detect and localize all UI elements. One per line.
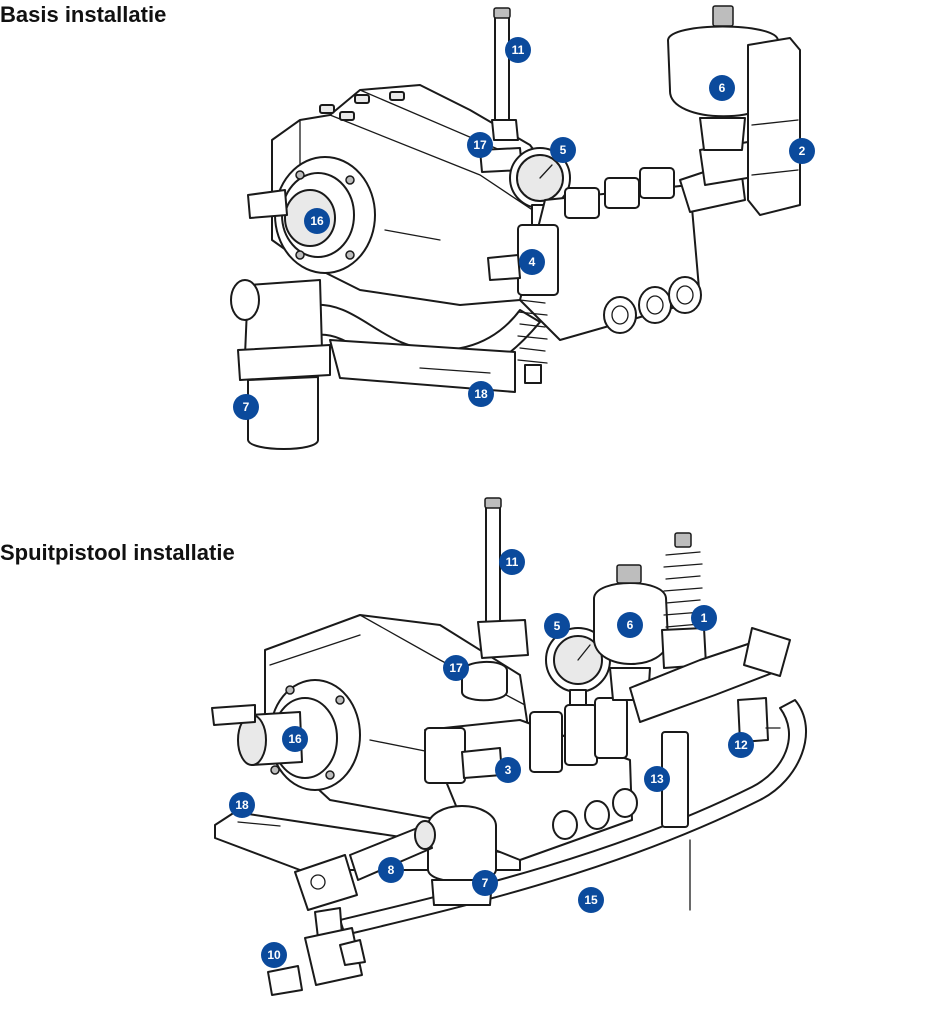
svg-text:15: 15 [584,893,598,907]
callout-11-spuitpistool: 11 [499,549,525,575]
callout-1-spuitpistool: 1 [691,605,717,631]
svg-text:6: 6 [627,618,634,632]
callout-6-spuitpistool: 6 [617,612,643,638]
discharge-hose [339,699,807,936]
svg-text:16: 16 [288,732,302,746]
safety-valve [747,37,801,216]
callout-16-spuitpistool: 16 [282,726,308,752]
callout-3-spuitpistool: 3 [495,757,521,783]
section-title-basis: Basis installatie [0,2,167,27]
svg-text:17: 17 [473,138,487,152]
svg-text:17: 17 [449,661,463,675]
callout-16-basis: 16 [304,208,330,234]
svg-text:5: 5 [560,143,567,157]
svg-text:5: 5 [554,619,561,633]
callout-13-spuitpistool: 13 [644,766,670,792]
mounting-bracket [329,339,516,393]
svg-text:3: 3 [505,763,512,777]
callout-2-basis: 2 [789,138,815,164]
inlet-fitting [294,854,358,911]
svg-text:1: 1 [701,611,708,625]
callout-18-spuitpistool: 18 [229,792,255,818]
svg-text:7: 7 [482,876,489,890]
svg-text:6: 6 [719,81,726,95]
svg-text:10: 10 [267,948,281,962]
oil-cap [461,660,508,702]
callout-10-spuitpistool: 10 [261,942,287,968]
callout-8-spuitpistool: 8 [378,857,404,883]
svg-text:7: 7 [243,400,250,414]
svg-text:11: 11 [512,43,525,57]
section-title-spuitpistool: Spuitpistool installatie [0,540,235,565]
oil-dipstick [485,504,501,624]
callout-5-basis: 5 [550,137,576,163]
svg-text:11: 11 [506,555,519,569]
svg-text:4: 4 [529,255,536,269]
svg-text:2: 2 [799,144,806,158]
callout-17-spuitpistool: 17 [443,655,469,681]
callout-17-basis: 17 [467,132,493,158]
svg-text:12: 12 [734,738,748,752]
spuitpistool-installation-drawing [211,497,807,996]
callout-7-spuitpistool: 7 [472,870,498,896]
callout-11-basis: 11 [505,37,531,63]
callout-12-spuitpistool: 12 [728,732,754,758]
callout-6-basis: 6 [709,75,735,101]
callout-15-spuitpistool: 15 [578,887,604,913]
callout-5-spuitpistool: 5 [544,613,570,639]
callout-7-basis: 7 [233,394,259,420]
svg-text:13: 13 [650,772,664,786]
callout-4-basis: 4 [519,249,545,275]
svg-text:8: 8 [388,863,395,877]
callout-18-basis: 18 [468,381,494,407]
svg-text:16: 16 [310,214,324,228]
svg-text:18: 18 [235,798,249,812]
svg-text:18: 18 [474,387,488,401]
oil-dipstick [494,11,510,123]
